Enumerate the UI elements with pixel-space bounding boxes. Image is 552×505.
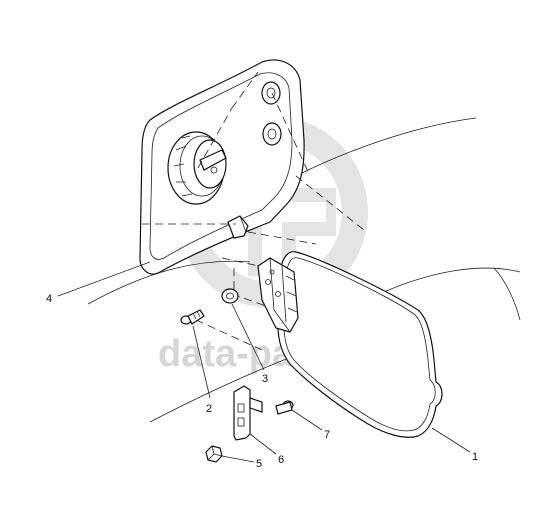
leader-5 <box>221 455 255 463</box>
guide-line-6 <box>247 231 317 245</box>
leader-1 <box>431 427 471 453</box>
body-contour-edge <box>493 267 521 321</box>
screw-part-7 <box>275 400 294 415</box>
leader-3 <box>231 303 265 371</box>
nut-part-5 <box>205 445 223 463</box>
body-contour-right <box>383 267 521 293</box>
callout-5: 5 <box>256 458 262 470</box>
callout-3: 3 <box>262 373 268 385</box>
guide-line-4 <box>295 175 365 231</box>
nut-part-3 <box>221 288 239 304</box>
callout-6: 6 <box>278 454 284 466</box>
fuel-filler-housing <box>139 59 305 275</box>
callout-7: 7 <box>324 429 330 441</box>
door-hinge <box>257 257 299 333</box>
guide-line-3 <box>271 92 311 177</box>
bracket-part-6 <box>233 385 263 441</box>
leader-4 <box>57 261 151 297</box>
leader-7 <box>291 409 323 431</box>
body-contour-lower <box>87 260 251 305</box>
callout-2: 2 <box>206 403 212 415</box>
guide-line-2 <box>197 107 233 169</box>
callout-1: 1 <box>472 451 478 463</box>
screw-part-2 <box>180 309 205 325</box>
callout-4: 4 <box>46 293 52 305</box>
leader-2 <box>192 325 211 399</box>
guide-line-1 <box>231 71 259 109</box>
leader-6 <box>249 433 277 455</box>
fuel-door <box>277 251 443 438</box>
